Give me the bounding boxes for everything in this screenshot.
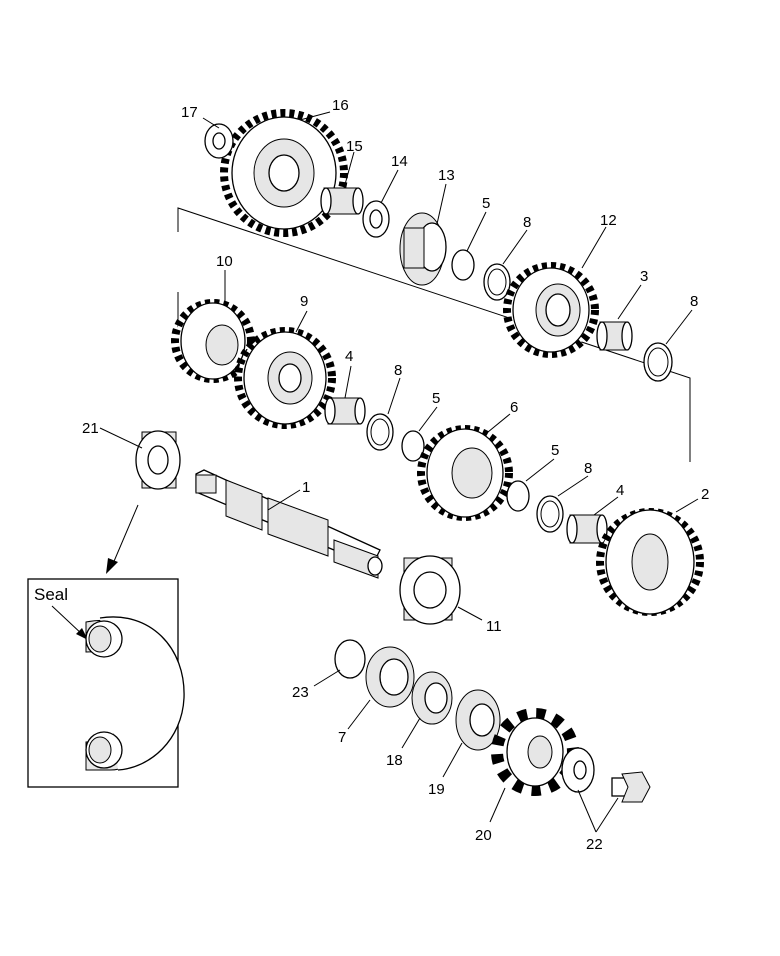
hub-13 xyxy=(399,212,447,286)
gear-9 xyxy=(234,327,336,429)
callout-20: 20 xyxy=(475,827,492,844)
ball-bearing-21 xyxy=(135,430,181,490)
circlip-5-top xyxy=(451,249,475,281)
washer-8-right xyxy=(643,342,673,382)
callout-5-lower: 5 xyxy=(551,442,559,459)
detail-arrow xyxy=(106,504,139,574)
sprocket-20 xyxy=(491,708,579,796)
callout-10: 10 xyxy=(216,253,233,270)
callout-23: 23 xyxy=(292,684,309,701)
callout-2: 2 xyxy=(701,486,709,503)
seal-label: Seal xyxy=(34,585,68,604)
callout-5-middle: 5 xyxy=(432,390,440,407)
assembly-group-outline xyxy=(177,207,691,462)
callout-1: 1 xyxy=(302,479,310,496)
circlip-5-lower xyxy=(506,480,530,512)
washer-8-top xyxy=(483,263,511,301)
washer-19 xyxy=(455,689,501,751)
callout-9: 9 xyxy=(300,293,308,310)
callout-7: 7 xyxy=(338,729,346,746)
washer-22 xyxy=(561,747,595,793)
bolt-22 xyxy=(611,771,651,803)
callout-11: 11 xyxy=(486,618,502,635)
callout-4-left: 4 xyxy=(345,348,353,365)
callout-8-right: 8 xyxy=(690,293,698,310)
gear-2 xyxy=(596,508,704,616)
gear-16 xyxy=(220,109,348,237)
callout-12: 12 xyxy=(600,212,617,229)
washer-17 xyxy=(204,123,234,159)
callout-3: 3 xyxy=(640,268,648,285)
leader-lines xyxy=(99,111,699,833)
circlip-5-middle xyxy=(401,430,425,462)
ball-bearing-11 xyxy=(399,555,461,625)
callout-14: 14 xyxy=(391,153,408,170)
washer-8-lower xyxy=(536,495,564,533)
callout-16: 16 xyxy=(332,97,349,114)
seal-detail-inset: Seal xyxy=(27,578,185,788)
gear-6 xyxy=(417,425,513,521)
mainshaft-1 xyxy=(195,469,383,579)
needle-bearing-3 xyxy=(596,321,633,351)
callout-15: 15 xyxy=(346,138,363,155)
oil-seal-7 xyxy=(365,646,415,708)
washer-8-middle xyxy=(366,413,394,451)
callout-8-middle: 8 xyxy=(394,362,402,379)
needle-bearing-4-left xyxy=(324,397,366,425)
washer-14 xyxy=(362,200,390,238)
callout-17: 17 xyxy=(181,104,198,121)
gear-10 xyxy=(171,299,255,383)
callout-5-top: 5 xyxy=(482,195,490,212)
callout-19: 19 xyxy=(428,781,445,798)
gear-12 xyxy=(503,262,599,358)
collar-18 xyxy=(411,671,453,725)
callout-21: 21 xyxy=(82,420,99,437)
callout-4-right: 4 xyxy=(616,482,624,499)
needle-bearing-15 xyxy=(320,187,364,215)
callout-22: 22 xyxy=(586,836,603,853)
needle-bearing-4-right xyxy=(566,514,608,544)
callout-8-lower: 8 xyxy=(584,460,592,477)
callout-6: 6 xyxy=(510,399,518,416)
callout-13: 13 xyxy=(438,167,455,184)
callout-18: 18 xyxy=(386,752,403,769)
o-ring-23 xyxy=(334,639,366,679)
callout-8-top: 8 xyxy=(523,214,531,231)
